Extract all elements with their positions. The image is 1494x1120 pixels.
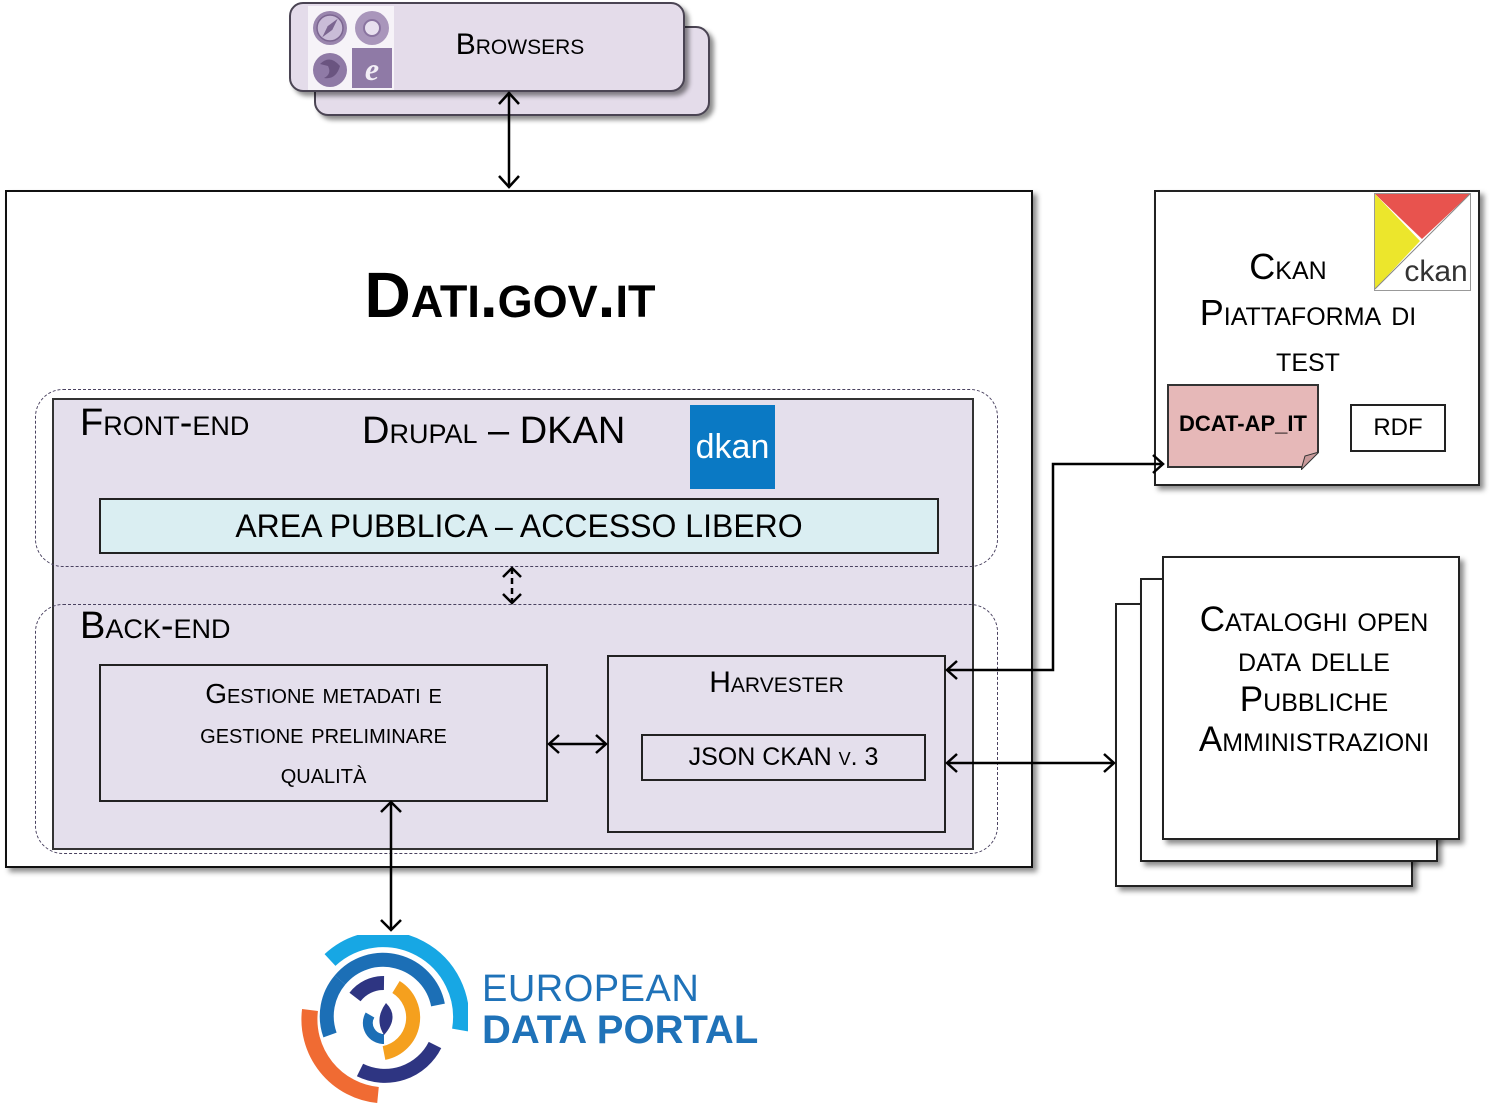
ckan-title-line-1: Ckan <box>1249 246 1327 287</box>
drupal-dkan-label: Drupal – DKAN <box>362 410 626 452</box>
ckan-title-line-2: Piattaforma di <box>1199 292 1417 333</box>
back-end-label: Back-end <box>80 605 231 647</box>
browsers-label: Browsers <box>455 28 585 61</box>
ckan-title-line-3: test <box>1276 338 1340 379</box>
harvester-label: Harvester <box>709 666 844 699</box>
front-end-label: Front-end <box>80 402 250 444</box>
ckan-logo-text: ckan <box>1404 255 1467 288</box>
metadata-line-3: qualità <box>280 758 367 789</box>
metadata-line-1: Gestione metadati e <box>205 678 442 709</box>
firefox-icon <box>313 53 347 87</box>
chrome-icon <box>355 11 389 45</box>
catalog-line-1: Cataloghi open <box>1199 600 1429 639</box>
dkan-logo: dkan <box>690 405 775 489</box>
dcat-ap-it-document: DCAT-AP_IT <box>1167 384 1319 468</box>
catalog-line-3: Pubbliche <box>1239 680 1389 719</box>
catalog-line-2: data delle <box>1238 640 1390 679</box>
european-data-portal-logo <box>301 935 468 1103</box>
svg-text:e: e <box>365 51 379 87</box>
json-ckan-box: JSON CKAN v. 3 <box>641 734 926 781</box>
edp-text-data-portal: DATA PORTAL <box>482 1008 759 1052</box>
main-title: Dati.gov.it <box>364 259 656 331</box>
harvester-box <box>607 655 946 833</box>
public-area-box: AREA PUBBLICA – ACCESSO LIBERO <box>99 498 939 554</box>
metadata-management-box: Gestione metadati e gestione preliminare… <box>99 664 548 802</box>
drupal-dkan-panel <box>52 398 974 850</box>
document-fold-icon <box>1301 452 1319 470</box>
ckan-logo: ckan <box>1374 193 1471 291</box>
safari-icon <box>313 11 347 45</box>
public-administrations-catalogs: Cataloghi open data delle Pubbliche Ammi… <box>1166 600 1462 760</box>
catalog-page-1 <box>1162 556 1460 840</box>
edp-text-european: EUROPEAN <box>482 968 700 1010</box>
metadata-line-2: gestione preliminare <box>200 718 447 749</box>
internet-explorer-icon: e <box>352 48 392 88</box>
catalog-line-4: Amministrazioni <box>1198 720 1430 759</box>
ckan-title: Ckan Piattaforma di test <box>1160 244 1456 382</box>
rdf-box: RDF <box>1350 404 1446 452</box>
browser-icons: e <box>308 6 394 90</box>
